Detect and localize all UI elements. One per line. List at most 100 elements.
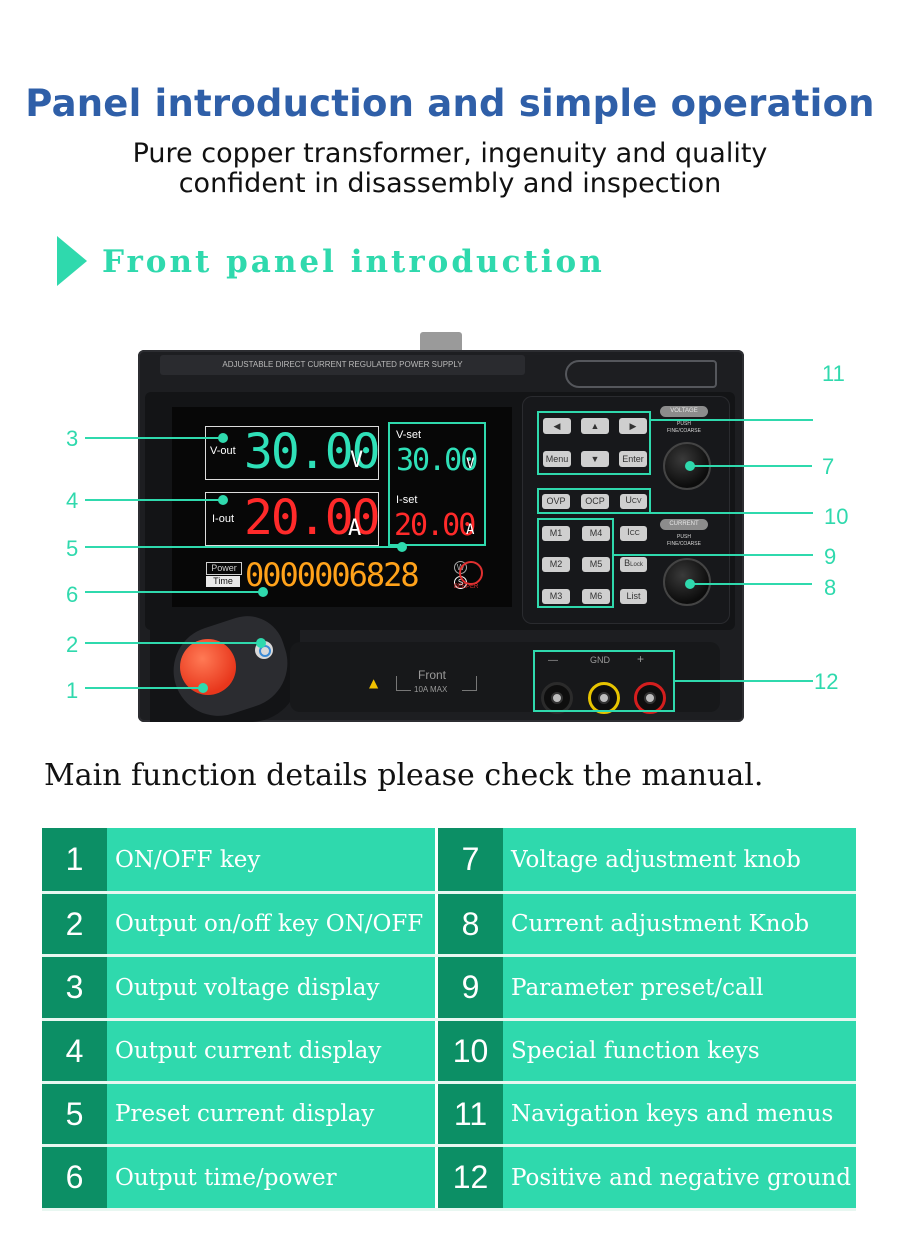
callout-3: 3 — [66, 426, 79, 451]
function-description: Output voltage display — [107, 957, 435, 1021]
function-description: Special function keys — [503, 1021, 856, 1084]
m5-key[interactable]: M5 — [582, 557, 610, 572]
callout-box-11 — [537, 411, 651, 475]
callout-6: 6 — [66, 582, 79, 607]
column-divider — [435, 1147, 438, 1211]
front-bracket-right — [462, 676, 477, 691]
block-key-main: B — [624, 558, 631, 568]
warning-icon: ▲ — [369, 676, 379, 690]
iset-value: 20.00 — [394, 508, 476, 543]
down-key[interactable]: ▼ — [581, 451, 609, 467]
time-power-counter: 0000006828 — [245, 556, 420, 594]
m4-key[interactable]: M4 — [582, 526, 610, 541]
enter-key[interactable]: Enter — [619, 451, 647, 467]
function-number: 8 — [438, 894, 503, 957]
ovp-key[interactable]: OVP — [542, 494, 570, 509]
function-description: Positive and negative ground — [503, 1147, 856, 1211]
icc-key-sub: CC — [629, 530, 640, 537]
callout-line-9 — [614, 554, 813, 556]
callout-dot-1 — [198, 683, 208, 693]
callout-dot-8 — [685, 579, 695, 589]
callout-dot-6 — [258, 587, 268, 597]
left-key[interactable]: ◀ — [543, 418, 571, 434]
icc-key-main: I — [627, 527, 630, 537]
callout-box-10 — [537, 488, 651, 514]
power-mode-label: Power — [206, 562, 242, 575]
callout-dot-7 — [685, 461, 695, 471]
voltage-knob-label: VOLTAGE — [660, 406, 708, 417]
column-divider — [435, 957, 438, 1021]
current-push-label: PUSH — [677, 534, 691, 540]
m1-key[interactable]: M1 — [542, 526, 570, 541]
function-number: 1 — [42, 828, 107, 894]
function-description: Output current display — [107, 1021, 435, 1084]
callout-line-2 — [85, 642, 261, 644]
positive-terminal[interactable] — [634, 682, 666, 714]
positive-terminal-pin — [644, 692, 656, 704]
block-key-sub: Lock — [630, 562, 643, 568]
m2-key[interactable]: M2 — [542, 557, 570, 572]
ocp-key[interactable]: OCP — [581, 494, 609, 509]
callout-line-7 — [690, 465, 812, 467]
table-row: 4 Output current display 10 Special func… — [42, 1021, 856, 1084]
icc-key[interactable]: ICC — [620, 526, 647, 541]
callout-1: 1 — [66, 678, 79, 703]
ucv-key[interactable]: UCV — [620, 494, 647, 509]
callout-12: 12 — [814, 669, 839, 694]
manual-note: Main function details please check the m… — [44, 758, 764, 793]
iout-value: 20.00 — [244, 490, 380, 546]
block-key[interactable]: BLock — [620, 557, 647, 572]
function-description: Navigation keys and menus — [503, 1084, 856, 1147]
vout-label: V-out — [210, 445, 236, 457]
menu-key[interactable]: Menu — [543, 451, 571, 467]
ground-terminal[interactable] — [588, 682, 620, 714]
callout-box-5 — [388, 422, 486, 546]
callout-10: 10 — [824, 504, 849, 529]
ground-terminal-pin — [598, 692, 610, 704]
negative-terminal-pin — [551, 692, 563, 704]
function-table: 1 ON/OFF key 7 Voltage adjustment knob 2… — [42, 828, 856, 1211]
device-slot — [565, 360, 717, 388]
callout-dot-5 — [397, 542, 407, 552]
iout-label: I-out — [212, 513, 235, 525]
up-key[interactable]: ▲ — [581, 418, 609, 434]
ucv-key-sub: CV — [631, 498, 642, 505]
front-label: Front — [418, 668, 447, 682]
negative-terminal[interactable] — [541, 682, 573, 714]
function-description: Output on/off key ON/OFF — [107, 894, 435, 957]
iout-frame — [205, 492, 379, 546]
table-row: 2 Output on/off key ON/OFF 8 Current adj… — [42, 894, 856, 957]
function-description: Current adjustment Knob — [503, 894, 856, 957]
minus-terminal-label: — — [548, 655, 558, 666]
callout-2: 2 — [66, 632, 79, 657]
time-mode-label: Time — [206, 576, 240, 587]
on-off-key[interactable] — [180, 639, 236, 695]
front-bracket-left — [396, 676, 411, 691]
callout-dot-2 — [256, 638, 266, 648]
column-divider — [435, 828, 438, 894]
m6-key[interactable]: M6 — [582, 589, 610, 604]
page-title: Panel introduction and simple operation — [25, 82, 875, 125]
callout-line-11 — [651, 419, 813, 421]
vset-label: V-set — [396, 429, 422, 441]
function-number: 2 — [42, 894, 107, 957]
speaker-icon — [459, 561, 483, 585]
list-key[interactable]: List — [620, 589, 647, 604]
gnd-terminal-label: GND — [590, 655, 610, 665]
right-key[interactable]: ▶ — [619, 418, 647, 434]
current-knob-label: CURRENT — [660, 519, 708, 530]
callout-11: 11 — [822, 361, 845, 386]
function-number: 10 — [438, 1021, 503, 1084]
voltage-push-label: PUSH — [677, 421, 691, 427]
play-arrow-icon — [57, 236, 87, 286]
table-row: 5 Preset current display 11 Navigation k… — [42, 1084, 856, 1147]
function-number: 11 — [438, 1084, 503, 1147]
m3-key[interactable]: M3 — [542, 589, 570, 604]
callout-dot-3 — [218, 433, 228, 443]
callout-dot-4 — [218, 495, 228, 505]
callout-9: 9 — [824, 544, 837, 569]
callout-box-9 — [537, 518, 614, 608]
function-number: 3 — [42, 957, 107, 1021]
callout-box-12 — [533, 650, 675, 712]
section-title: Front panel introduction — [102, 244, 605, 280]
